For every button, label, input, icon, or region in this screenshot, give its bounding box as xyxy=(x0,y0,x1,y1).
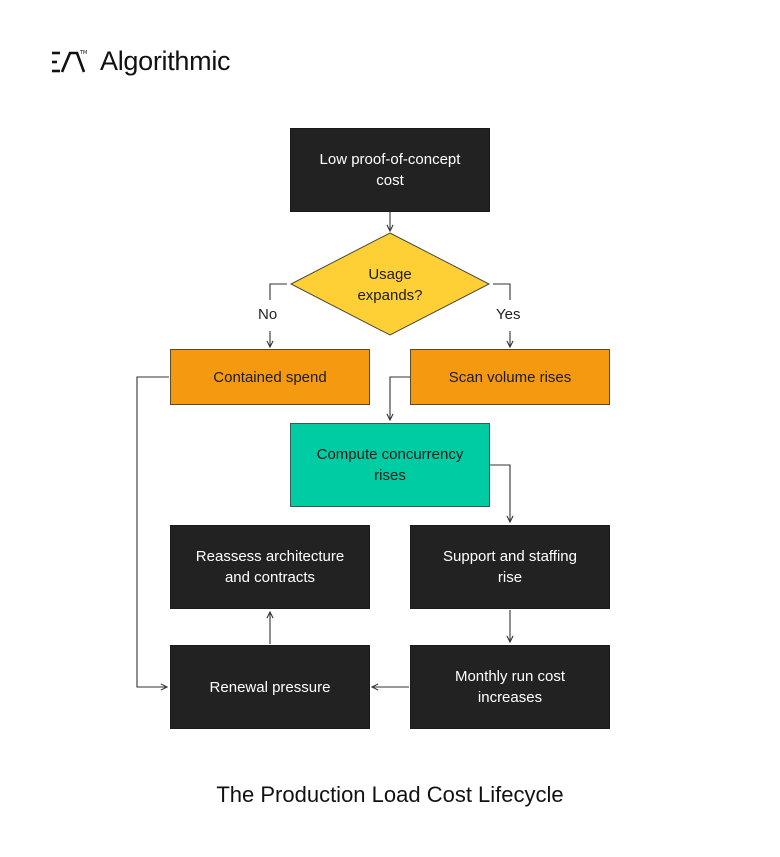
node-start: Low proof-of-concept cost xyxy=(290,128,490,212)
diagram-title: The Production Load Cost Lifecycle xyxy=(216,782,564,807)
node-contained-spend: Contained spend xyxy=(170,349,370,405)
brand-name: Algorithmic xyxy=(100,46,231,76)
edge-scan-compute xyxy=(390,376,410,420)
node-compute-concurrency: Compute concurrency rises xyxy=(290,423,490,507)
edge-compute-support xyxy=(490,464,510,522)
node-reassess: Reassess architecture and contracts xyxy=(170,525,370,609)
edge-label-yes: Yes xyxy=(496,306,521,323)
algorithmic-logo-icon: TM xyxy=(52,50,87,73)
node-monthly-run-cost: Monthly run cost increases xyxy=(410,645,610,729)
node-support-staffing: Support and staffing rise xyxy=(410,525,610,609)
edge-decision-yes-top xyxy=(493,283,511,300)
node-decision-label: Usage expands? xyxy=(357,266,423,304)
node-scan-volume: Scan volume rises xyxy=(410,349,610,405)
svg-text:TM: TM xyxy=(79,50,87,56)
edge-decision-no-top xyxy=(269,283,287,300)
decision-diamond xyxy=(289,232,491,336)
brand-logo: TM Algorithmic xyxy=(50,46,231,77)
edge-label-no: No xyxy=(258,306,278,323)
edge-contained-renewal xyxy=(136,376,169,687)
node-renewal-pressure: Renewal pressure xyxy=(170,645,370,729)
